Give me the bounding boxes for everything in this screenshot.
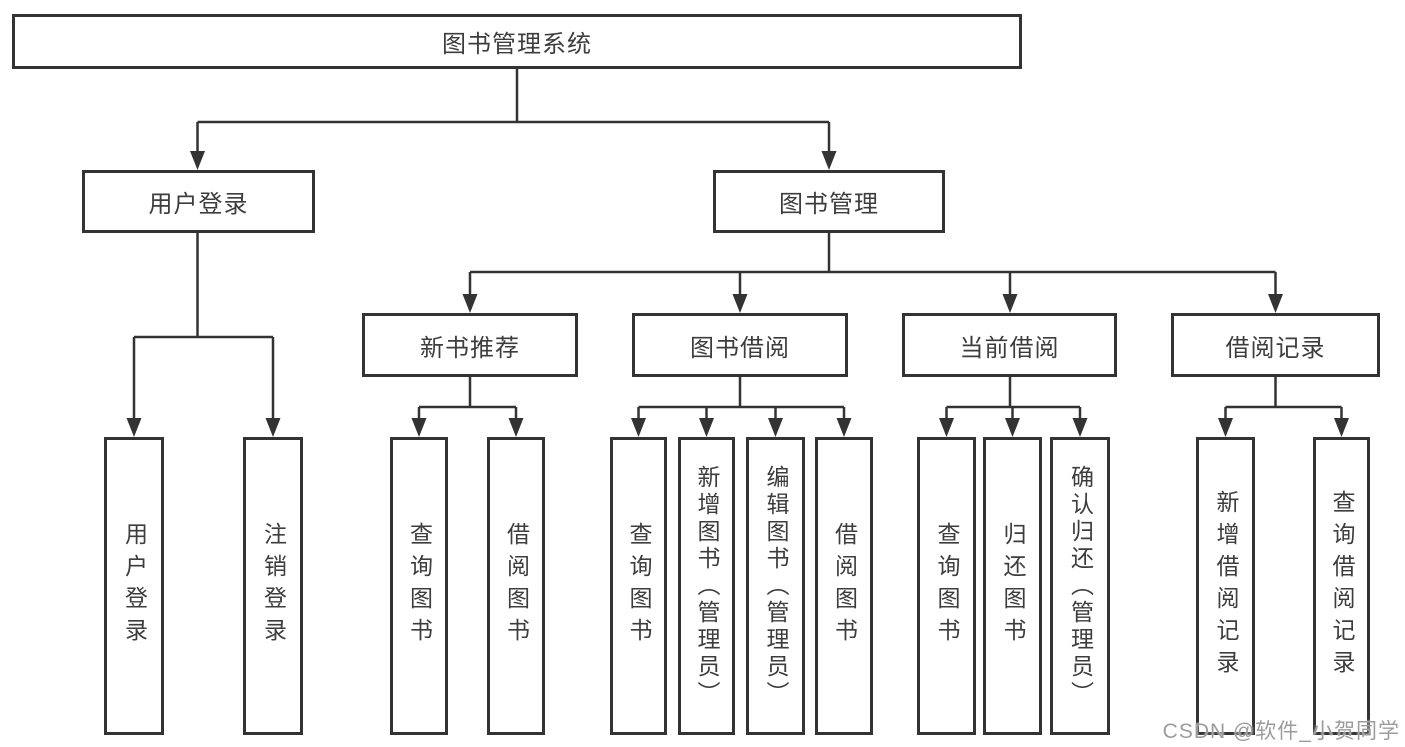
node-borrowing-records: 借阅记录 <box>1171 313 1380 377</box>
leaf-return-books: 归还图书 <box>983 437 1042 735</box>
leaf-borrow-books-borrowing: 借阅图书 <box>815 437 873 735</box>
leaf-logout: 注销登录 <box>243 437 303 735</box>
leaf-query-borrow-record: 查询借阅记录 <box>1313 437 1370 735</box>
leaf-add-borrow-record: 新增借阅记录 <box>1196 437 1255 735</box>
leaf-user-login: 用户登录 <box>104 437 164 735</box>
leaf-edit-books-admin: 编辑图书（管理员） <box>746 437 805 735</box>
leaf-add-books-admin: 新增图书（管理员） <box>678 437 735 735</box>
connector-lines <box>132 69 1343 420</box>
node-book-management: 图书管理 <box>713 170 945 233</box>
leaf-query-books-current: 查询图书 <box>917 437 976 735</box>
watermark: CSDN @软件_小贺同学 <box>1162 720 1400 743</box>
leaf-query-books-borrowing: 查询图书 <box>610 437 667 735</box>
leaf-query-books-recommend: 查询图书 <box>390 437 448 735</box>
node-user-login: 用户登录 <box>82 170 315 233</box>
leaf-confirm-return-admin: 确认归还（管理员） <box>1050 437 1110 735</box>
node-new-book-recommend: 新书推荐 <box>362 313 578 377</box>
arrowheads <box>126 151 1349 437</box>
node-current-borrowing: 当前借阅 <box>902 313 1117 377</box>
node-book-borrowing: 图书借阅 <box>632 313 848 377</box>
leaf-borrow-books-recommend: 借阅图书 <box>487 437 545 735</box>
node-root: 图书管理系统 <box>12 14 1022 69</box>
